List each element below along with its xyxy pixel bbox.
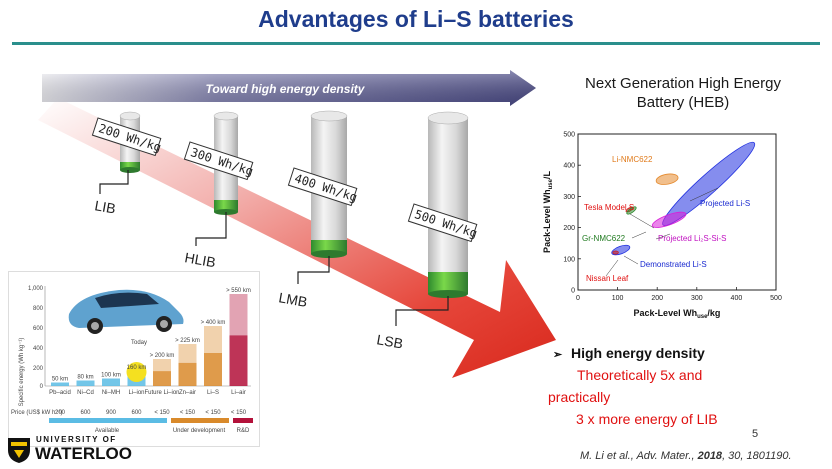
inset-bar: [102, 378, 120, 386]
series-lsb: LSB: [375, 331, 404, 351]
x-tick-label: 400: [731, 295, 743, 302]
svg-text:Under development: Under development: [173, 428, 226, 434]
svg-text:400: 400: [33, 346, 44, 352]
inset-bar-range: 160 km: [127, 365, 147, 371]
inset-price: 600: [131, 410, 142, 416]
logo-university-of: UNIVERSITY OF: [36, 435, 117, 444]
inset-bar-range: > 400 km: [201, 320, 226, 326]
y-tick-label: 500: [563, 132, 575, 139]
svg-text:1,000: 1,000: [28, 286, 44, 292]
svg-text:600: 600: [33, 326, 44, 332]
page-number: 5: [752, 428, 759, 440]
region-nissan-leaf: [612, 250, 619, 255]
inset-price: < 150: [154, 410, 170, 416]
inset-bar: [76, 380, 95, 386]
inset-bar-range: > 200 km: [150, 353, 175, 359]
slide-title: Advantages of Li–S batteries: [258, 6, 574, 32]
x-tick-label: 0: [576, 295, 580, 302]
banner-text: Toward high energy density: [206, 82, 366, 96]
x-tick-label: 300: [691, 295, 703, 302]
arrow-bullet-icon: ➢: [553, 349, 563, 361]
red-trend-arrow: [38, 98, 556, 378]
inset-bar-top: [204, 326, 222, 353]
y-tick-label: 400: [563, 163, 575, 170]
inset-bar-range: > 550 km: [226, 288, 251, 294]
claim-line-1: Theoretically 5x and: [577, 367, 703, 383]
inset-figure: Specific energy (Wh kg⁻¹) 1,000 800 600 …: [8, 271, 260, 447]
inset-bar-name: Pb–acid: [49, 390, 71, 396]
region-label: Projected Li-S: [700, 199, 750, 208]
region-label: Li-NMC622: [612, 155, 653, 164]
y-tick-label: 100: [563, 256, 575, 263]
claim-line-2: practically: [548, 389, 611, 405]
series-lib: LIB: [93, 197, 116, 216]
heb-title: Next Generation High Energy Battery (HEB…: [585, 75, 781, 111]
inset-bar-range: 100 km: [101, 373, 121, 379]
logo-waterloo: WATERLOO: [35, 444, 132, 463]
waterloo-crest-icon: [8, 438, 30, 463]
inset-price: < 150: [205, 410, 221, 416]
region-label: Gr-NMC622: [582, 234, 626, 243]
inset-price: 900: [106, 410, 117, 416]
y-tick-label: 0: [571, 288, 575, 295]
svg-text:Available: Available: [95, 428, 120, 434]
pack-level-chart: 0 100 200 300 400 500 0 100 200 300 400 500 Li-NMC6…: [542, 132, 782, 321]
title-rule: [12, 42, 820, 45]
x-tick-label: 100: [612, 295, 624, 302]
svg-text:800: 800: [33, 306, 44, 312]
series-hlib: HLIB: [183, 249, 216, 270]
inset-bar: [51, 382, 69, 386]
electric-car-image: [68, 289, 184, 334]
bullet-high-energy: ➢High energy density: [553, 345, 705, 361]
inset-price: < 150: [180, 410, 196, 416]
inset-price: < 150: [231, 410, 247, 416]
region-label: Tesla Model S: [584, 203, 634, 212]
region-gr-nmc622: [626, 206, 637, 215]
chart-ylabel: Pack-Level Whuse/L: [542, 171, 554, 253]
region-label: Demonstrated Li-S: [640, 260, 707, 269]
svg-text:200: 200: [33, 366, 44, 372]
citation: M. Li et al., Adv. Mater., 2018, 30, 180…: [580, 450, 792, 462]
price-label: Price (US$ kW h⁻¹): [11, 410, 63, 416]
inset-bar-top: [153, 359, 171, 372]
series-lmb: LMB: [277, 289, 308, 310]
y-tick-label: 200: [563, 225, 575, 232]
today-marker: [126, 362, 147, 382]
svg-text:R&D: R&D: [237, 428, 250, 434]
today-label: Today: [131, 340, 147, 346]
inset-bar-name: Li–air: [231, 390, 246, 396]
inset-price: 200: [55, 410, 66, 416]
inset-bar-top: [229, 294, 248, 336]
inset-bar-range: 50 km: [52, 377, 68, 383]
region-label: Nissan Leaf: [586, 274, 629, 283]
claim-line-3: 3 x more energy of LIB: [576, 411, 718, 427]
svg-text:0: 0: [40, 384, 44, 390]
inset-bar-name: Li–ion: [128, 390, 144, 396]
region-li-nmc622: [655, 173, 679, 185]
inset-bar-range: > 225 km: [175, 338, 200, 344]
region-projected-li-s-si-s: [651, 211, 687, 228]
inset-bar-top: [178, 344, 197, 363]
inset-bar-name: Li–S: [207, 390, 219, 396]
y-tick-label: 300: [563, 194, 575, 201]
inset-bar-name: Ni–MH: [102, 390, 120, 396]
x-tick-label: 200: [651, 295, 663, 302]
inset-bar-name: Zn–air: [179, 390, 196, 396]
inset-bar-name: Ni–Cd: [77, 390, 94, 396]
jar-lsb: [427, 111, 469, 298]
x-tick-label: 500: [770, 295, 782, 302]
inset-bar-name: Future Li–ion: [144, 390, 179, 396]
inset-price: 600: [80, 410, 91, 416]
inset-bar-range: 80 km: [77, 375, 93, 381]
chart-xlabel: Pack-Level Whuse/kg: [634, 308, 721, 320]
inset-ylabel: Specific energy (Wh kg⁻¹): [19, 338, 25, 407]
region-label: Projected Li₂S-Si-S: [658, 234, 726, 243]
